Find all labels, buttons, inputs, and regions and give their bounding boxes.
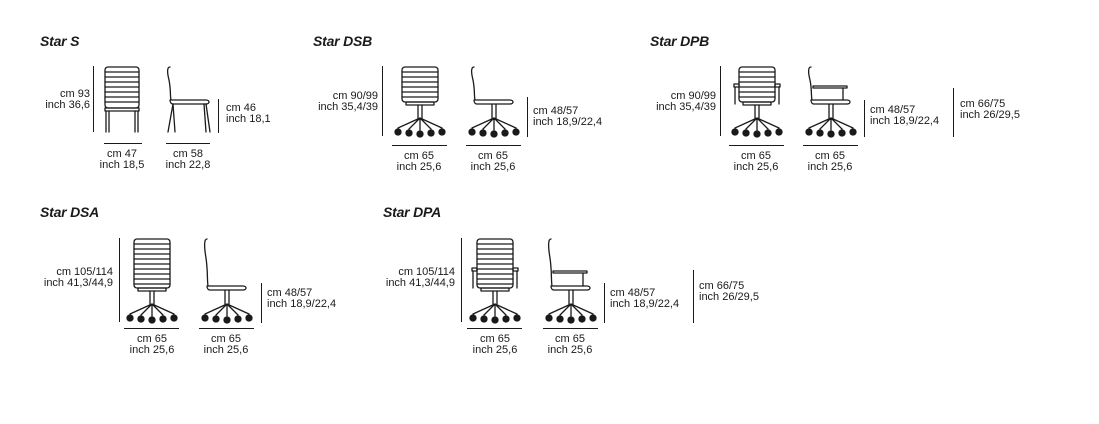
star-s-width-line [104, 143, 142, 144]
star-s-front-view [104, 66, 140, 133]
star-dsb-depth-line [466, 145, 521, 146]
product-title-star-dpa: Star DPA [383, 204, 442, 220]
star-dsa-height-line [119, 238, 120, 322]
star-dsa-depth-line [199, 328, 254, 329]
star-dpb-width-line [729, 145, 784, 146]
star-dpa-arm-line [693, 270, 694, 323]
star-dpa-depth-label: cm 65 inch 25,6 [547, 333, 593, 356]
star-dsb-width-label: cm 65 inch 25,6 [396, 150, 442, 173]
star-s-depth-line [166, 143, 210, 144]
product-title-star-s: Star S [40, 33, 80, 49]
star-dsb-front-view [394, 66, 446, 138]
star-dsb-seat-line [527, 97, 528, 137]
star-dpb-side-view [805, 66, 857, 138]
star-dsb-width-line [392, 145, 447, 146]
star-dpa-depth-line [543, 328, 598, 329]
star-dpa-seat-label: cm 48/57 inch 18,9/22,4 [610, 287, 680, 310]
star-dpb-front-view [731, 66, 783, 138]
star-dsa-width-line [124, 328, 179, 329]
star-dsb-height-line [382, 66, 383, 136]
star-dpa-width-label: cm 65 inch 25,6 [472, 333, 518, 356]
star-dpb-seat-label: cm 48/57 inch 18,9/22,4 [870, 104, 940, 127]
star-s-side-view [166, 66, 211, 133]
star-dsb-side-view [468, 66, 520, 138]
star-dpb-height-line [720, 66, 721, 136]
star-s-seat-line [218, 99, 219, 133]
star-dpb-arm-line [953, 88, 954, 137]
star-dpb-depth-label: cm 65 inch 25,6 [807, 150, 853, 173]
star-dsa-height-label: cm 105/114 inch 41,3/44,9 [43, 266, 113, 289]
star-dsb-seat-label: cm 48/57 inch 18,9/22,4 [533, 105, 603, 128]
star-dsa-seat-label: cm 48/57 inch 18,9/22,4 [267, 287, 337, 310]
product-title-star-dpb: Star DPB [650, 33, 710, 49]
star-dsa-depth-label: cm 65 inch 25,6 [203, 333, 249, 356]
star-s-height-line [93, 66, 94, 132]
star-dpa-width-line [467, 328, 522, 329]
star-s-depth-label: cm 58 inch 22,8 [165, 148, 211, 171]
star-dpb-height-label: cm 90/99 inch 35,4/39 [656, 90, 716, 113]
star-dpb-width-label: cm 65 inch 25,6 [733, 150, 779, 173]
star-dsa-side-view [201, 238, 253, 324]
star-dpb-arm-label: cm 66/75 inch 26/29,5 [960, 98, 1020, 121]
star-dpa-arm-label: cm 66/75 inch 26/29,5 [699, 280, 759, 303]
star-dpb-seat-line [864, 100, 865, 137]
star-dpb-depth-line [803, 145, 858, 146]
star-dsb-depth-label: cm 65 inch 25,6 [470, 150, 516, 173]
star-s-seat-label: cm 46 inch 18,1 [226, 102, 271, 125]
product-title-star-dsb: Star DSB [313, 33, 373, 49]
star-dsb-height-label: cm 90/99 inch 35,4/39 [318, 90, 378, 113]
star-s-height-label: cm 93 inch 36,6 [45, 88, 90, 111]
star-dsa-front-view [126, 238, 178, 324]
star-dpa-seat-line [604, 283, 605, 323]
star-dsa-seat-line [261, 283, 262, 323]
star-dpa-height-line [461, 238, 462, 322]
star-dsa-width-label: cm 65 inch 25,6 [129, 333, 175, 356]
star-dpa-side-view [545, 238, 597, 324]
star-dpa-height-label: cm 105/114 inch 41,3/44,9 [385, 266, 455, 289]
star-dpa-front-view [469, 238, 521, 324]
star-s-width-label: cm 47 inch 18,5 [99, 148, 145, 171]
product-title-star-dsa: Star DSA [40, 204, 100, 220]
